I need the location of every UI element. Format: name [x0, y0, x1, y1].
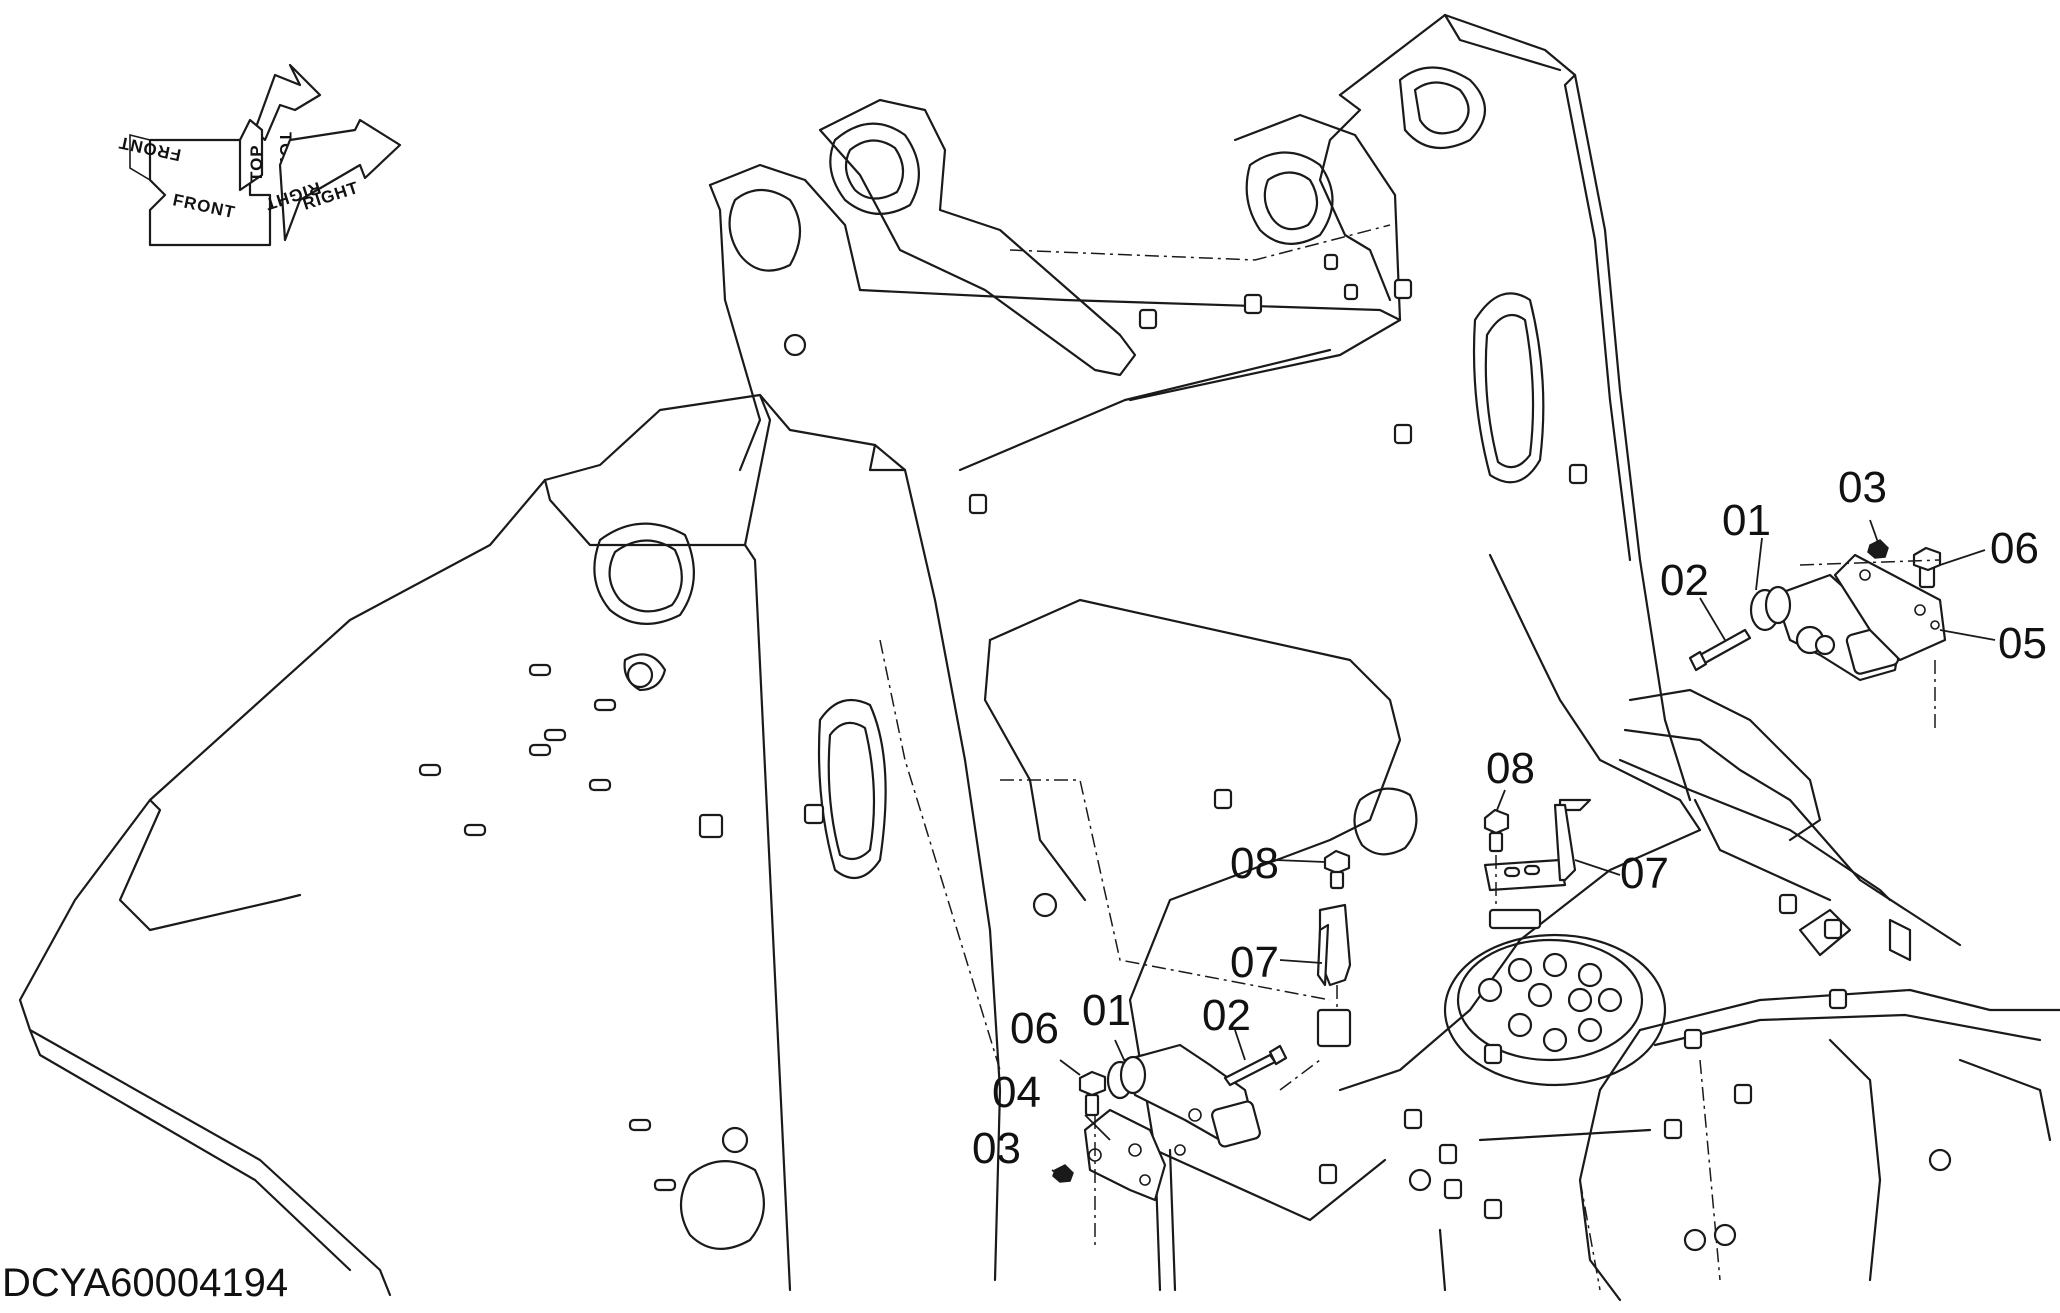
callout-left-03: 03	[972, 1124, 1021, 1173]
document-id: DCYA60004194	[2, 1261, 288, 1305]
right-nut-03	[1867, 539, 1889, 559]
left-bolt-08	[1323, 849, 1351, 890]
right-bracket-assembly	[1483, 789, 1621, 930]
right-bolt-02	[1688, 628, 1752, 672]
left-bracket-assembly	[1274, 849, 1352, 1048]
orientation-right-arrow: RIGHT RIGHT	[262, 118, 402, 242]
right-bracket-07	[1483, 798, 1592, 892]
callout-right-02: 02	[1660, 556, 1709, 605]
left-mounting-plate-04	[1083, 1108, 1167, 1202]
frame-bosses	[418, 253, 1952, 1252]
callout-right-01: 01	[1722, 496, 1771, 545]
right-bolt-06	[1912, 546, 1942, 589]
callout-right-05: 05	[1998, 619, 2047, 668]
callout-left-02: 02	[1202, 991, 1251, 1040]
left-valve-body	[1106, 1043, 1261, 1156]
orientation-indicator: FRONT FRONT TOP TOP RIGHT RIGHT	[117, 63, 402, 247]
callout-left-06: 06	[1010, 1004, 1059, 1053]
left-bolt-06	[1078, 1070, 1107, 1117]
callout-right-07: 07	[1620, 849, 1669, 898]
orientation-top-label: TOP	[247, 144, 266, 182]
central-hub-flange	[1443, 933, 1667, 1087]
right-mounting-plate	[1833, 553, 1947, 662]
callout-right-03: 03	[1838, 463, 1887, 512]
left-bracket-07	[1316, 903, 1352, 987]
callout-right-06: 06	[1990, 524, 2039, 573]
loader-front-frame	[18, 13, 2060, 1302]
callouts-right: 01 02 03 06 05 08 07	[1486, 463, 2047, 898]
right-bolt-08	[1483, 808, 1510, 853]
left-nut-03	[1052, 1164, 1074, 1183]
left-valve-assembly	[1051, 1029, 1321, 1250]
right-valve-assembly	[1688, 519, 1996, 730]
callout-left-07: 07	[1230, 938, 1279, 987]
left-bolt-02	[1223, 1044, 1288, 1087]
callouts-left: 08 07 01 02 06 04 03	[972, 839, 1279, 1173]
right-valve-body	[1749, 573, 1902, 682]
callout-left-01: 01	[1082, 986, 1131, 1035]
callout-right-08: 08	[1486, 744, 1535, 793]
callout-left-08: 08	[1230, 839, 1279, 888]
callout-left-04: 04	[992, 1068, 1041, 1117]
